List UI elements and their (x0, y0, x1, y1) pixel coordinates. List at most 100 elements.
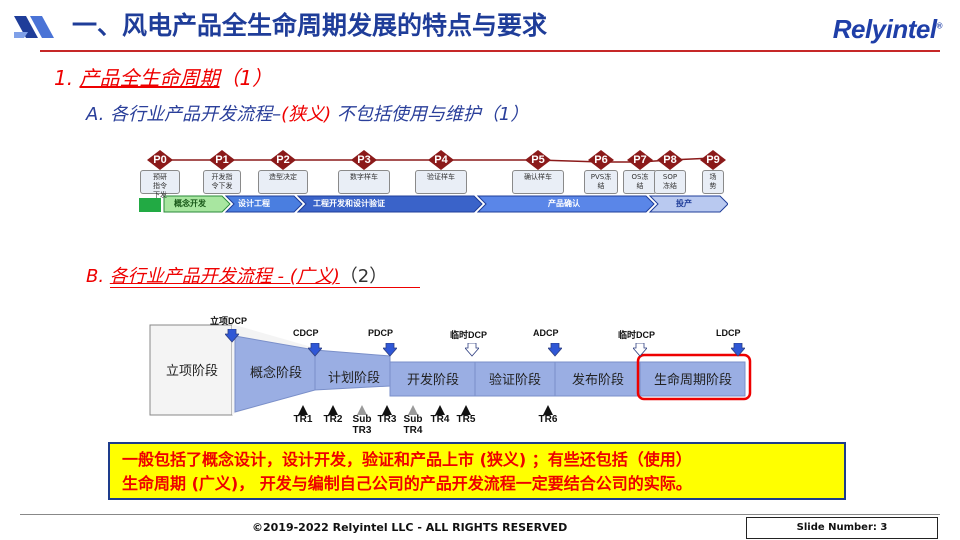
header-divider (40, 50, 940, 52)
milestone-task: PVS冻结 (584, 170, 618, 194)
footer-divider (20, 514, 940, 515)
dcp-arrow-icon (307, 342, 323, 357)
dcp-label: 临时DCP (450, 330, 488, 340)
milestone-label: P2 (276, 154, 290, 166)
phase-label: 产品确认 (548, 199, 580, 208)
stage-label: 计划阶段 (327, 371, 380, 386)
subheading-a-prefix: A. 各行业产品开发流程– (86, 104, 282, 125)
milestone-diamond-icon: P7 (627, 150, 653, 170)
subheading-b-underline (110, 287, 420, 288)
flow-b-shapes (149, 324, 752, 416)
section-heading: 1. 产品全生命周期（1） (54, 62, 272, 91)
stage-label: 开发阶段 (406, 373, 459, 388)
milestone-diamond-icon: P1 (209, 150, 235, 170)
narrow-flow-diagram: P0 P1 P2 P3 P4 P5 P6 P7 P8 P9 预研指令下发开发指令下发造型决定 数字样车… (138, 150, 728, 214)
milestone-label: P4 (434, 154, 448, 166)
broad-flow-diagram: 立项DCP CDCP PDCP 临时DCP ADCP 临时DCP LDCP 立项阶段 概念阶段 计… (140, 316, 760, 440)
milestone-diamond-icon: P5 (525, 150, 551, 170)
tr-marker-icon (298, 400, 308, 415)
milestone-task: 场势 (702, 170, 724, 194)
page-title: 一、风电产品全生命周期发展的特点与要求 (72, 11, 548, 40)
tr-marker-icon (435, 400, 445, 415)
milestone-task: 造型决定 (258, 170, 308, 194)
stage-label: 立项阶段 (165, 364, 218, 379)
milestone-diamond-icon: P8 (657, 150, 683, 170)
milestone-label: P8 (663, 154, 677, 166)
tr-label: TR1 (293, 414, 313, 425)
milestone-diamond-icon: P0 (147, 150, 173, 170)
section-number: 1. (54, 66, 74, 90)
phase-label: 投产 (676, 199, 692, 208)
note-line-2: 生命周期 (广义)， 开发与编制自己公司的产品开发流程一定要结合公司的实际。 (122, 474, 692, 493)
subheading-a-suffix: 不包括使用与维护（1） (331, 104, 529, 125)
dcp-arrow-icon (547, 342, 563, 357)
brand-mark: ® (936, 21, 943, 31)
dcp-label: LDCP (716, 328, 741, 338)
milestone-task: 数字样车 (338, 170, 390, 194)
subheading-b-number: （2） (339, 266, 388, 287)
subheading-a: A. 各行业产品开发流程–(狭义) 不包括使用与维护（1） (86, 100, 528, 126)
milestone-label: P3 (357, 154, 371, 166)
milestone-diamond-icon: P3 (351, 150, 377, 170)
milestone-diamond-icon: P2 (270, 150, 296, 170)
phase-label: 设计工程 (238, 199, 270, 208)
tr-label: TR6 (538, 414, 558, 425)
brand-logo: Relyintel® (832, 14, 943, 45)
milestone-label: P7 (633, 154, 647, 166)
phase-label: 概念开发 (174, 199, 206, 208)
tr-marker-icon (408, 400, 418, 415)
company-logo-icon (12, 12, 56, 46)
dcp-label: CDCP (293, 328, 319, 338)
stage-label: 概念阶段 (249, 366, 302, 381)
stage-label: 生命周期阶段 (653, 373, 732, 388)
stage-label: 验证阶段 (488, 373, 541, 388)
subheading-b-title: 各行业产品开发流程 - (广义) (109, 266, 340, 287)
copyright-text: ©2019-2022 Relyintel LLC - ALL RIGHTS RE… (252, 521, 568, 534)
note-line-1: 一般包括了概念设计，设计开发，验证和产品上市 (狭义) ；有些还包括（使用） (122, 450, 692, 469)
milestone-task: 验证样车 (415, 170, 467, 194)
dcp-arrow-icon (224, 328, 240, 343)
milestone-label: P9 (706, 154, 720, 166)
dcp-label: ADCP (533, 328, 559, 338)
milestone-diamond-icon: P4 (428, 150, 454, 170)
phase-label: 工程开发和设计验证 (313, 199, 385, 208)
milestone-task: 开发指令下发 (203, 170, 241, 194)
tr-marker-icon (382, 400, 392, 415)
dcp-label: PDCP (368, 328, 394, 338)
flow-a-shapes (139, 157, 728, 213)
milestone-task: 预研指令下发 (140, 170, 180, 199)
milestone-label: P0 (153, 154, 167, 166)
milestone-label: P6 (594, 154, 608, 166)
dcp-label: 立项DCP (210, 316, 248, 326)
slide-number: Slide Number: 3 (746, 517, 938, 539)
dcp-label: 临时DCP (618, 330, 656, 340)
tr-label: TR3 (377, 414, 397, 425)
summary-note: 一般包括了概念设计，设计开发，验证和产品上市 (狭义) ；有些还包括（使用） 生… (108, 442, 846, 500)
milestone-task: OS冻结 (623, 170, 657, 194)
milestone-label: P1 (215, 154, 229, 166)
subheading-b: B. 各行业产品开发流程 - (广义)（2） (86, 262, 387, 288)
tr-marker-icon (543, 400, 553, 415)
tr-marker-icon (357, 400, 367, 415)
dcp-arrow-icon (632, 342, 648, 357)
tr-marker-icon (328, 400, 338, 415)
section-suffix: （1） (219, 66, 273, 90)
milestone-diamond-icon: P9 (700, 150, 726, 170)
brand-name: Relyintel (832, 14, 937, 44)
milestone-diamond-icon: P6 (588, 150, 614, 170)
milestone-label: P5 (531, 154, 545, 166)
tr-label: TR2 (323, 414, 343, 425)
dcp-arrow-icon (730, 342, 746, 357)
tr-label: TR4 (430, 414, 450, 425)
stage-label: 发布阶段 (571, 373, 624, 388)
subheading-a-highlight: (狭义) (281, 104, 332, 125)
milestone-task: 确认样车 (512, 170, 564, 194)
tr-label: TR5 (456, 414, 476, 425)
dcp-arrow-icon (382, 342, 398, 357)
section-title: 产品全生命周期 (79, 66, 220, 90)
dcp-arrow-icon (464, 342, 480, 357)
subheading-b-prefix: B. (86, 266, 110, 287)
